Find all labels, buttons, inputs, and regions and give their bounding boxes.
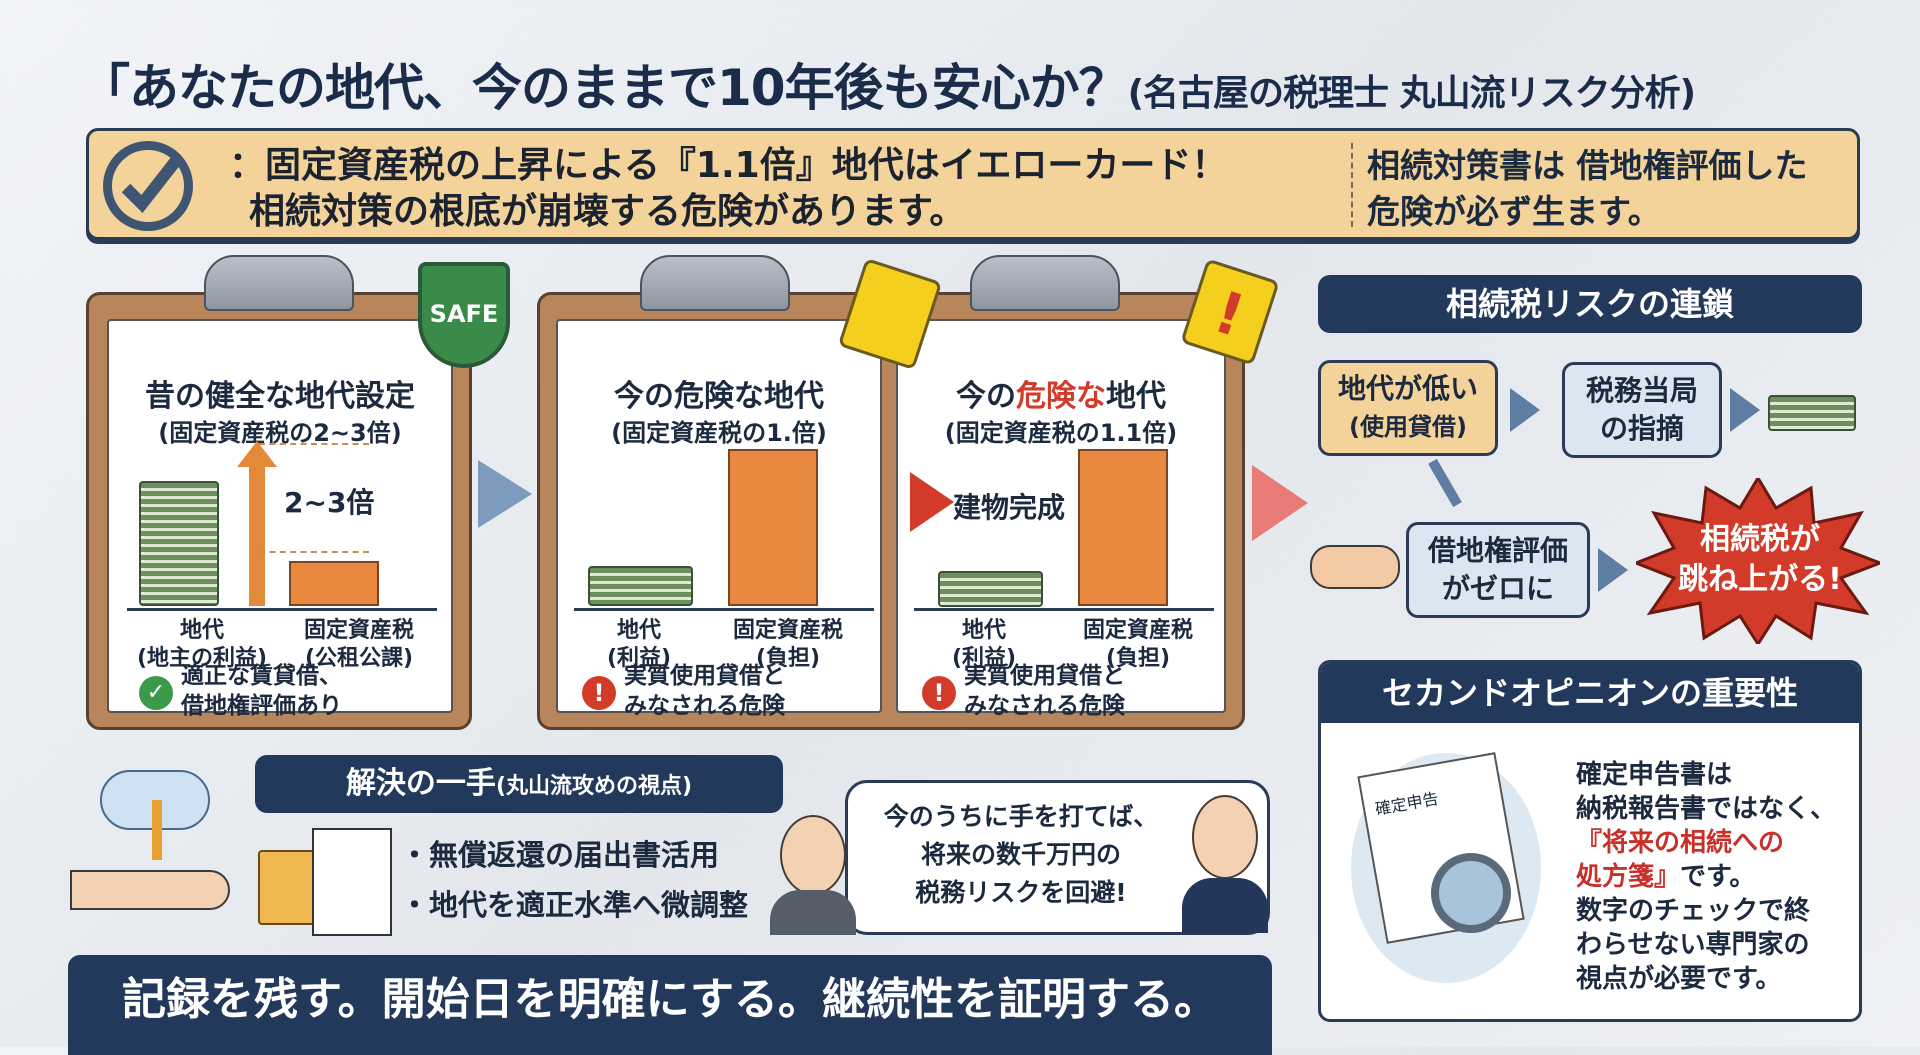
alert-icon: ! [922, 676, 956, 710]
second-opinion-panel: セカンドオピニオンの重要性 確定申告 確定申告書は納税報告書ではなく、 『将来の… [1318, 660, 1862, 1022]
footer-banner: 記録を残す。開始日を明確にする。継続性を証明する。 [68, 955, 1272, 1055]
chain-header: 相続税リスクの連鎖 [1318, 275, 1862, 333]
card-subtitle: (固定資産税の1.倍) [611, 419, 827, 447]
tax-box [1078, 449, 1168, 606]
document-label: 確定申告 [1373, 788, 1440, 819]
money-stack-icon [139, 481, 219, 606]
tax-label: 固定資産税(負担) [732, 618, 843, 671]
up-arrow-icon [249, 461, 265, 606]
alert-icon: ! [582, 676, 616, 710]
arrow-right-icon [1598, 548, 1628, 592]
arrow-right-icon [478, 460, 532, 528]
money-stack-icon [588, 566, 693, 606]
card-note: 実質使用貸借とみなされる危険 [964, 663, 1125, 719]
woman-body [770, 890, 856, 935]
arrow-right-icon [1510, 388, 1540, 432]
card-title: 今の危険な地代 [614, 379, 824, 414]
red-arrow-icon [1252, 465, 1308, 541]
open-hand-icon [70, 870, 230, 910]
card-title: 昔の健全な地代設定 [145, 379, 415, 414]
man-avatar [1192, 795, 1258, 879]
woman-avatar [780, 815, 846, 895]
pointing-hand-icon [1310, 545, 1400, 589]
man-body [1182, 878, 1268, 933]
chain-box-low-rent: 地代が低い(使用貸借) [1318, 360, 1498, 456]
up-down-arrow-icon [152, 800, 162, 860]
clip-icon [640, 255, 790, 311]
page-title: 「あなたの地代、今のままで10年後も安心か？(名古屋の税理士 丸山流リスク分析) [80, 59, 1696, 117]
rent-label: 地代(地主の利益) [136, 618, 268, 671]
tax-box [728, 449, 818, 606]
clipboard-dangerous: 今の危険な地代 (固定資産税の1.倍) 地代(利益) 固定資産税(負担) ! 実… [537, 255, 1245, 730]
banner-side-note: 相続対策書は 借地権評価した危険が必ず生ます。 [1351, 143, 1808, 231]
certificate-icon [312, 828, 392, 936]
second-opinion-header: セカンドオピニオンの重要性 [1321, 663, 1859, 723]
second-opinion-text: 確定申告書は納税報告書ではなく、 『将来の相続への 処方箋』です。 数字のチェッ… [1576, 760, 1837, 994]
burst-icon [1636, 478, 1880, 644]
burst-text: 相続税が跳ね上がる! [1678, 522, 1842, 597]
warning-banner: ：固定資産税の上昇による『1.1倍』地代はイエローカード！相続対策の根底が崩壊す… [86, 128, 1860, 240]
card-title: 今の危険な地代 [956, 379, 1166, 414]
red-arrow-icon [910, 472, 954, 532]
card-subtitle: (固定資産税の2~3倍) [158, 419, 402, 447]
clip-icon [204, 255, 354, 311]
rent-label: 地代(利益) [951, 618, 1017, 671]
chain-box-tax-authority: 税務当局の指摘 [1562, 362, 1722, 458]
tax-label: 固定資産税(公租公課) [303, 618, 414, 671]
magnifier-icon [1431, 853, 1511, 933]
money-stack-icon [938, 571, 1043, 607]
solution-bullets: ・無償返還の届出書活用・地代を適正水準へ微調整 [400, 838, 749, 922]
folder-icon [258, 850, 318, 925]
arrow-down-icon [1428, 458, 1462, 508]
safe-shield-icon: SAFE [418, 262, 510, 368]
clip-icon [970, 255, 1120, 311]
card-subtitle: (固定資産税の1.1倍) [944, 419, 1178, 447]
solution-header: 解決の一手(丸山流攻めの視点) [255, 755, 783, 813]
money-rising-icon [1768, 395, 1856, 431]
banner-message: ：固定資産税の上昇による『1.1倍』地代はイエローカード！相続対策の根底が崩壊す… [229, 145, 1228, 232]
card-note: 実質使用貸借とみなされる危険 [624, 663, 785, 719]
event-label: 建物完成 [953, 491, 1066, 524]
tax-label: 固定資産税(負担) [1082, 618, 1193, 671]
ratio-label: 2~3倍 [284, 486, 375, 519]
check-icon [103, 141, 193, 231]
clipboard-healthy: 昔の健全な地代設定 (固定資産税の2~3倍) 2~3倍 地代(地主の利益) 固定… [86, 255, 472, 730]
check-circle-icon: ✓ [139, 676, 173, 710]
chain-box-leasehold-zero: 借地権評価がゼロに [1406, 522, 1590, 618]
arrow-right-icon [1730, 388, 1760, 432]
speech-text: 今のうちに手を打てば、将来の数千万円の税務リスクを回避! [883, 802, 1159, 907]
tax-box [289, 561, 379, 606]
card-note: 適正な賃貸借、借地権評価あり [181, 663, 342, 719]
document-xray-icon: 確定申告 [1351, 752, 1541, 983]
rent-label: 地代(利益) [606, 618, 672, 671]
